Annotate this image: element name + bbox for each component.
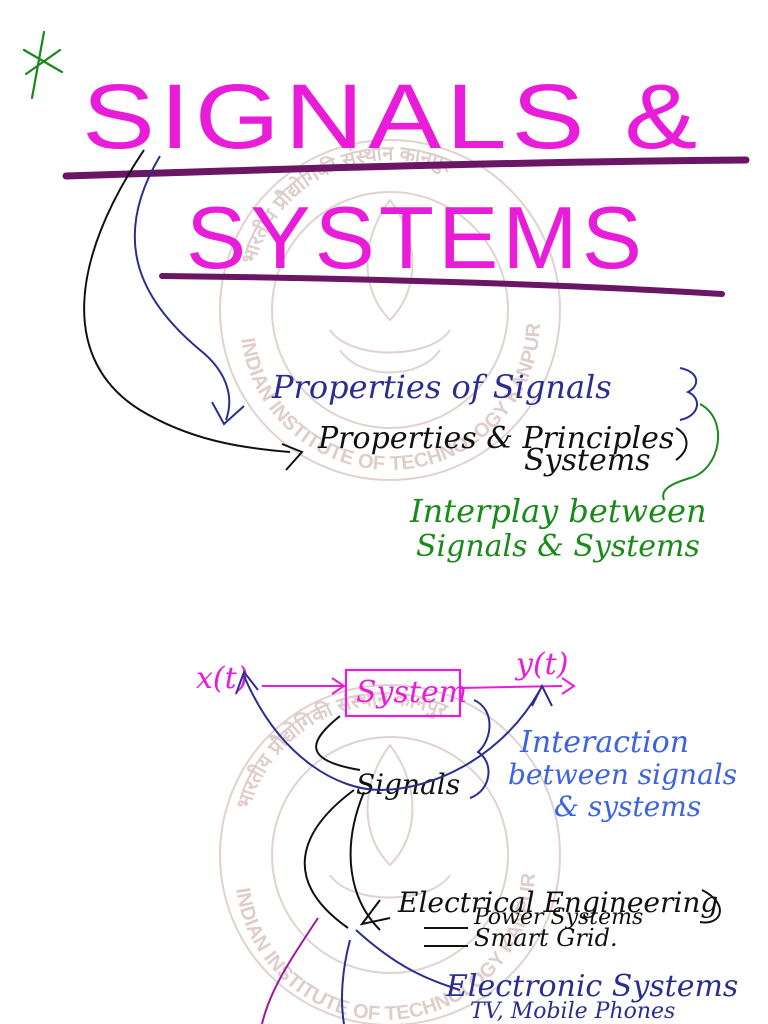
arrow-head-icon	[211, 401, 245, 426]
topic-systems-word: Systems	[524, 443, 651, 478]
interaction-line-2: between signals	[508, 758, 737, 791]
signals-arc	[243, 675, 541, 792]
system-to-signals-link	[315, 715, 361, 771]
diagram-signals-label: Signals	[356, 768, 460, 801]
asterisk-marker-icon	[22, 30, 64, 100]
interaction-line-1: Interaction	[519, 725, 689, 760]
diagram-system-label: System	[356, 675, 467, 710]
interaction-line-3: & systems	[554, 790, 701, 823]
output-line	[459, 685, 563, 689]
system-box	[344, 668, 462, 718]
arrow-to-systems-properties	[83, 149, 291, 453]
arrow-head-icon	[235, 669, 259, 695]
brace-icon	[469, 699, 491, 799]
branch-line	[303, 789, 355, 929]
green-connector	[662, 403, 719, 501]
arrow-head-icon	[531, 683, 553, 707]
arrow-head-icon	[561, 677, 576, 695]
arrow-head-icon	[281, 443, 304, 471]
diagram-input: x(t)	[196, 661, 248, 696]
branch-line	[261, 917, 319, 1024]
brace-icon	[679, 367, 698, 421]
app-ee-title: Electrical Engineering	[397, 886, 718, 919]
arrow-head-icon	[359, 899, 391, 926]
topic-systems-properties: Properties & Principles	[317, 421, 674, 456]
branch-line	[355, 929, 461, 991]
topic-interplay-line-1: Interplay between	[409, 492, 707, 530]
branch-line	[341, 939, 351, 1024]
arrow-head-icon	[331, 677, 346, 695]
title-line-1: SIGNALS &	[82, 66, 702, 168]
branch-line	[349, 791, 381, 931]
scribble	[699, 889, 721, 924]
topic-interplay-line-2: Signals & Systems	[416, 529, 700, 564]
arrow-to-signals-properties	[133, 155, 231, 421]
title-line-2: SYSTEMS	[186, 188, 646, 287]
app-ee-item-1: Power Systems	[473, 905, 643, 930]
title-underline-2	[159, 273, 725, 297]
app-ee-item-2: Smart Grid.	[474, 924, 618, 952]
app-es-item-1: TV, Mobile Phones	[470, 999, 675, 1024]
topic-signals-properties: Properties of Signals	[271, 368, 612, 406]
app-es-title: Electronic Systems	[445, 969, 738, 1004]
diagram-output: y(t)	[514, 647, 568, 682]
title-underline-1	[62, 156, 750, 180]
brace-icon	[675, 427, 688, 461]
